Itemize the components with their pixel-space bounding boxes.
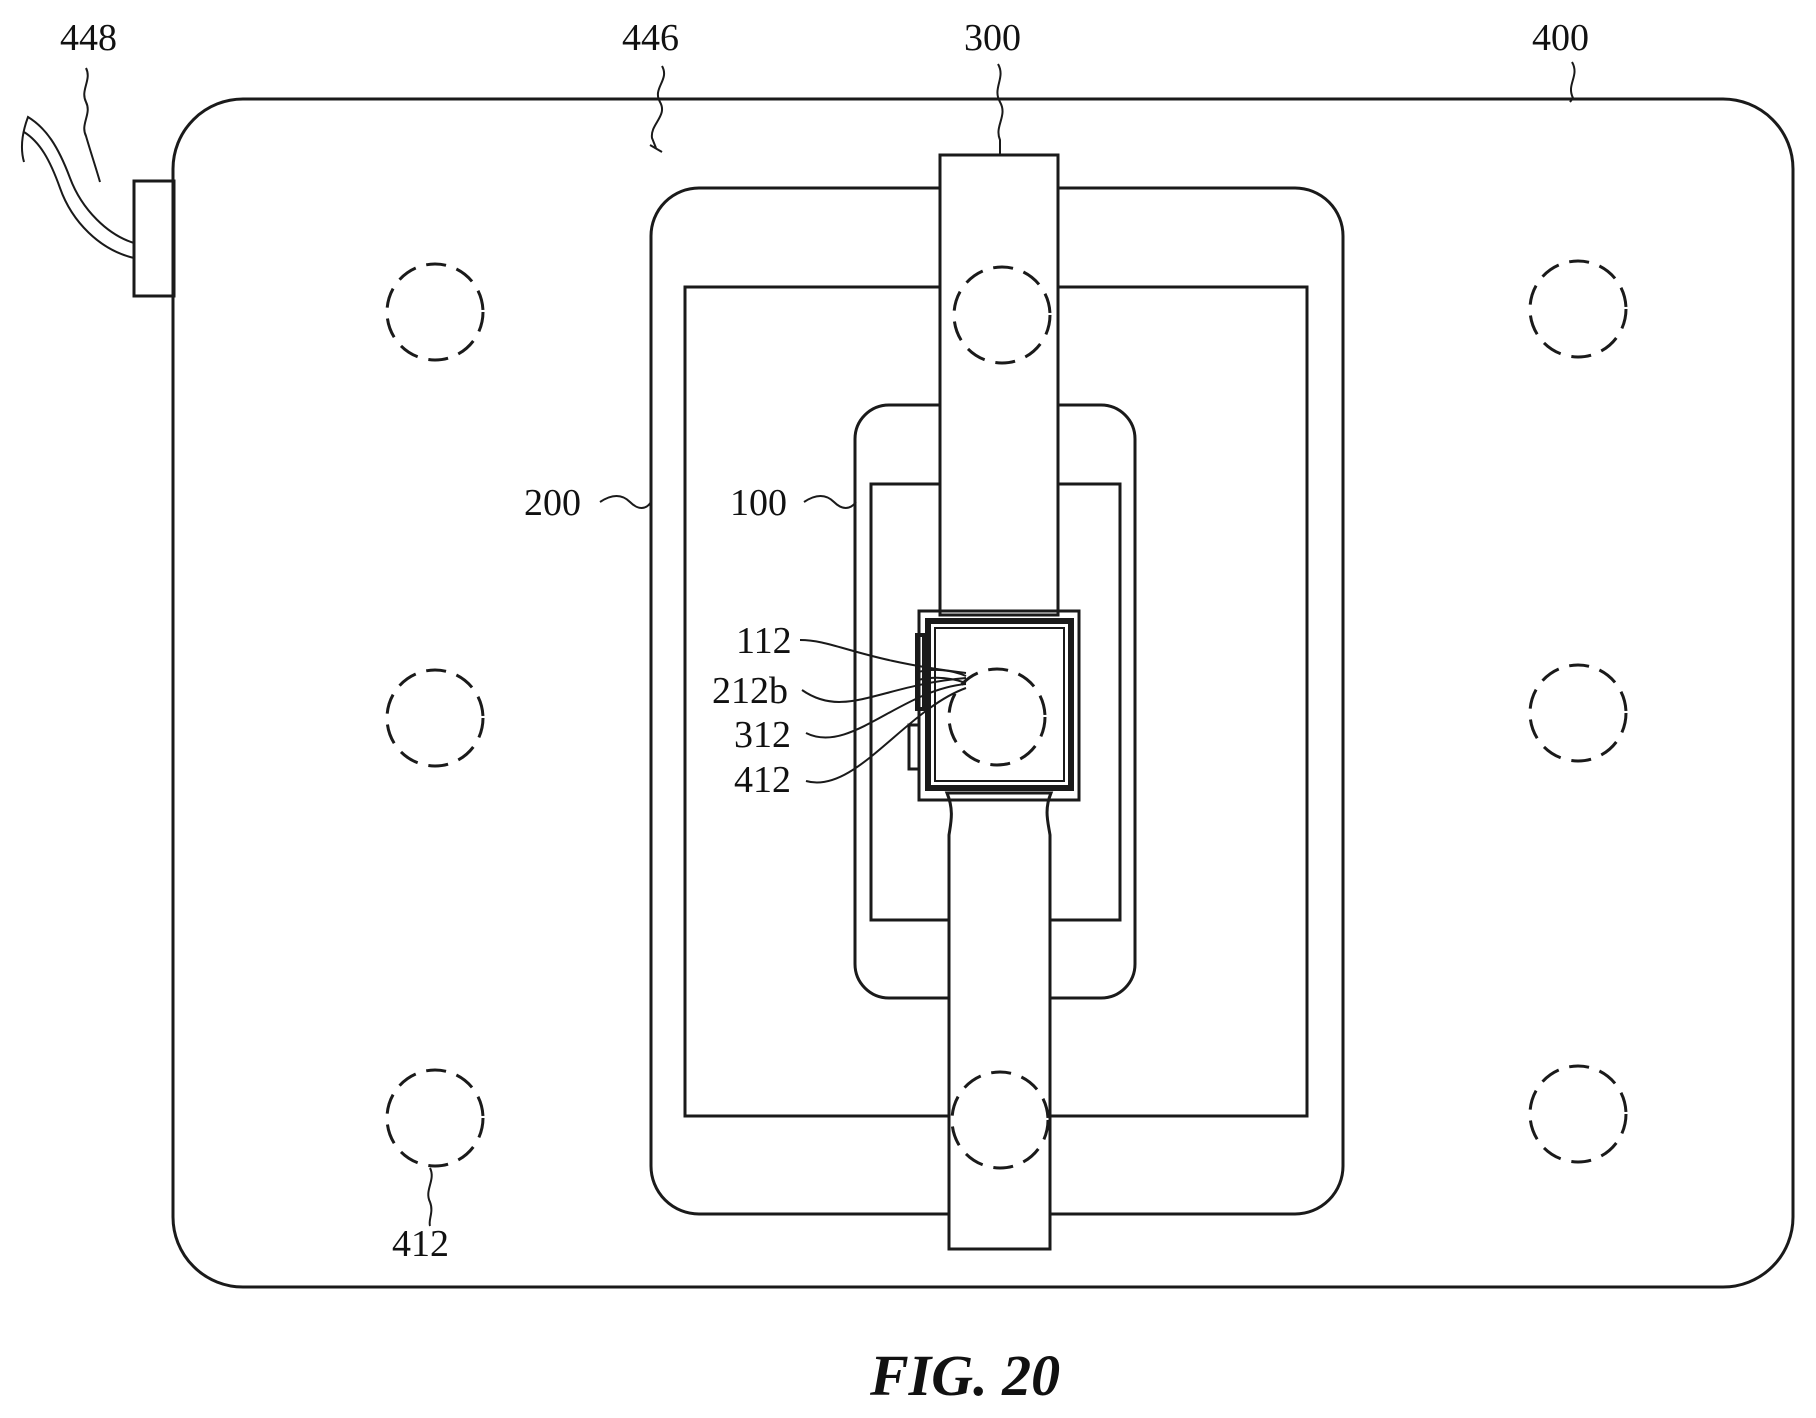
watch-300-button xyxy=(907,723,921,771)
watch-300-crown xyxy=(915,633,926,711)
coil-412-bottom-right xyxy=(1528,1064,1628,1164)
cable-connector xyxy=(132,179,176,298)
watch-300-case-outer xyxy=(917,609,1081,802)
label-200: 200 xyxy=(524,482,581,524)
leader-400 xyxy=(1569,61,1576,103)
figure-caption: FIG. 20 xyxy=(869,1343,1060,1408)
coil-412-center xyxy=(947,667,1047,767)
leader-112 xyxy=(799,639,967,674)
leader-412-center xyxy=(805,687,967,784)
leader-300 xyxy=(996,63,1004,155)
label-112: 112 xyxy=(736,620,792,662)
label-448: 448 xyxy=(60,17,117,59)
label-300: 300 xyxy=(964,17,1021,59)
label-212b: 212b xyxy=(712,670,788,712)
label-412-corner: 412 xyxy=(392,1223,449,1265)
leader-412-corner xyxy=(427,1167,433,1227)
leader-212b xyxy=(801,677,967,703)
leader-bundle xyxy=(917,668,967,684)
leader-446 xyxy=(650,65,665,149)
label-412-center: 412 xyxy=(734,759,791,801)
coil-412-middle-left xyxy=(385,668,485,768)
label-446: 446 xyxy=(622,17,679,59)
leader-312 xyxy=(805,683,967,739)
coil-412-top-center xyxy=(952,265,1052,365)
coil-412-bottom-left xyxy=(385,1068,485,1168)
leader-446-tick xyxy=(649,144,663,153)
watch-300-upper-band xyxy=(938,153,1060,617)
cable-448 xyxy=(20,115,135,259)
coil-412-bottom-center xyxy=(950,1070,1050,1170)
label-400: 400 xyxy=(1532,17,1589,59)
leader-448 xyxy=(83,67,101,183)
label-100: 100 xyxy=(730,482,787,524)
coil-412-top-right xyxy=(1528,259,1628,359)
charging-mat-400 xyxy=(171,97,1795,1289)
leader-100 xyxy=(803,495,857,509)
watch-300-lower-band xyxy=(944,791,1054,1251)
label-312: 312 xyxy=(734,714,791,756)
leader-200 xyxy=(599,495,652,509)
coil-412-top-left xyxy=(385,262,485,362)
watch-300-case-inner xyxy=(925,618,1074,791)
coil-412-middle-right xyxy=(1528,663,1628,763)
